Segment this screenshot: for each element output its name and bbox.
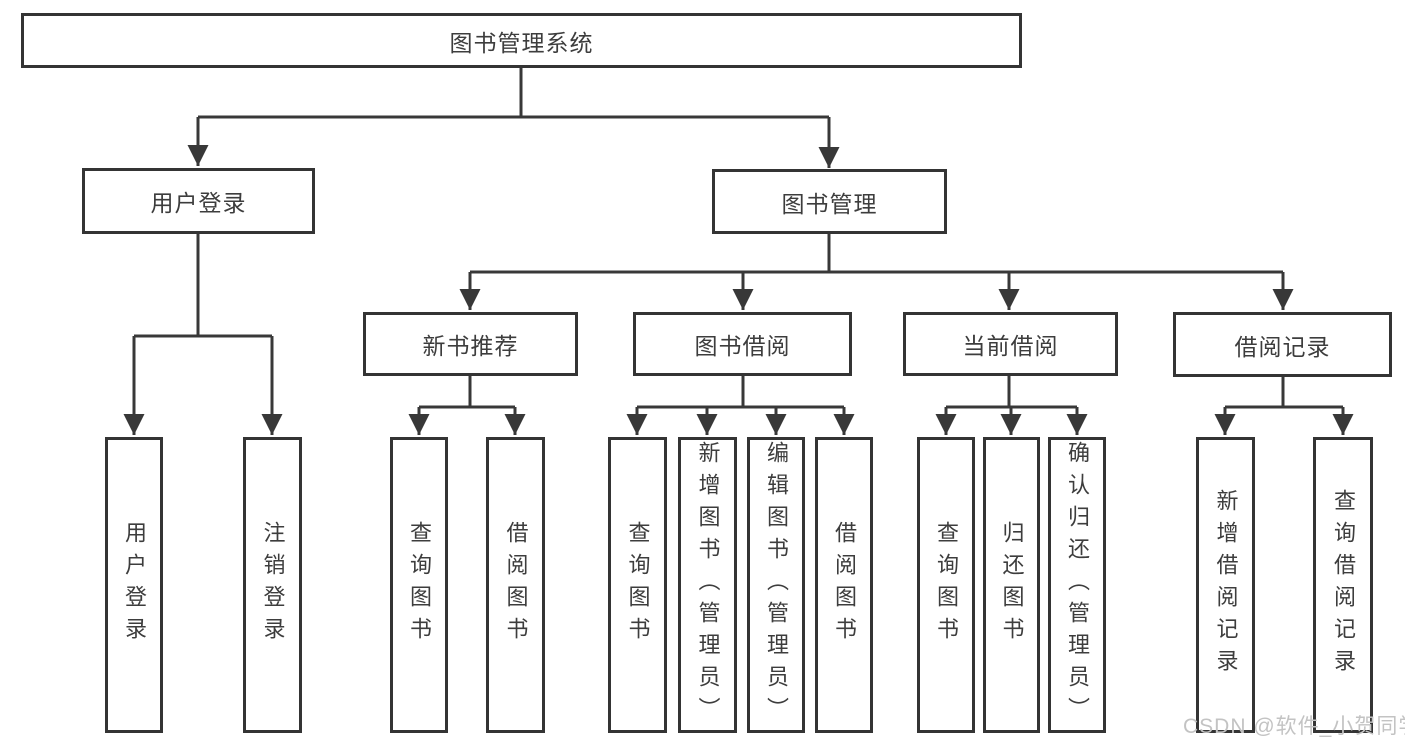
node-user-login: 用户登录: [82, 168, 315, 234]
leaf-user-login-label: 用户登录: [122, 521, 147, 649]
leaf-borrow-books-1-label: 借阅图书: [503, 521, 529, 649]
node-user-login-label: 用户登录: [150, 190, 247, 216]
leaf-confirm-return-admin-label: 确认归还（管理员）: [1065, 441, 1090, 729]
leaf-borrow-books-2-label: 借阅图书: [832, 521, 857, 649]
leaf-return-books: 归还图书: [983, 437, 1040, 733]
node-current-borrowing-label: 当前借阅: [962, 333, 1059, 359]
node-book-management-label: 图书管理: [781, 190, 878, 217]
node-borrowing-records-label: 借阅记录: [1234, 333, 1331, 360]
leaf-query-books-3-label: 查询图书: [934, 521, 959, 649]
leaf-query-books-1: 查询图书: [390, 437, 448, 733]
watermark: CSDN @软件_小贺同学: [1183, 715, 1405, 738]
leaf-add-books-admin: 新增图书（管理员）: [678, 437, 737, 733]
leaf-query-books-2: 查询图书: [608, 437, 667, 733]
node-book-management: 图书管理: [712, 169, 947, 234]
node-root-label: 图书管理系统: [449, 29, 594, 56]
node-new-book-recommendation-label: 新书推荐: [422, 333, 519, 359]
leaf-borrow-books-1: 借阅图书: [486, 437, 545, 733]
leaf-query-books-3: 查询图书: [917, 437, 975, 733]
leaf-add-books-admin-label: 新增图书（管理员）: [695, 441, 721, 729]
leaf-return-books-label: 归还图书: [999, 521, 1025, 649]
node-borrowing-records: 借阅记录: [1173, 312, 1392, 377]
leaf-confirm-return-admin: 确认归还（管理员）: [1048, 437, 1106, 733]
leaf-query-books-1-label: 查询图书: [407, 521, 432, 649]
node-new-book-recommendation: 新书推荐: [363, 312, 578, 376]
leaf-add-borrow-record: 新增借阅记录: [1196, 437, 1255, 733]
node-book-borrowing-label: 图书借阅: [694, 333, 791, 359]
leaf-user-login: 用户登录: [105, 437, 163, 733]
leaf-borrow-books-2: 借阅图书: [815, 437, 873, 733]
leaf-edit-books-admin: 编辑图书（管理员）: [747, 437, 805, 733]
leaf-add-borrow-record-label: 新增借阅记录: [1213, 489, 1239, 681]
leaf-query-borrow-record-label: 查询借阅记录: [1331, 489, 1356, 681]
leaf-query-borrow-record: 查询借阅记录: [1313, 437, 1373, 733]
leaf-edit-books-admin-label: 编辑图书（管理员）: [764, 441, 789, 729]
leaf-logout: 注销登录: [243, 437, 302, 733]
node-root: 图书管理系统: [21, 13, 1022, 68]
leaf-query-books-2-label: 查询图书: [625, 521, 651, 649]
leaf-logout-label: 注销登录: [260, 521, 286, 649]
node-current-borrowing: 当前借阅: [903, 312, 1118, 376]
node-book-borrowing: 图书借阅: [633, 312, 852, 376]
